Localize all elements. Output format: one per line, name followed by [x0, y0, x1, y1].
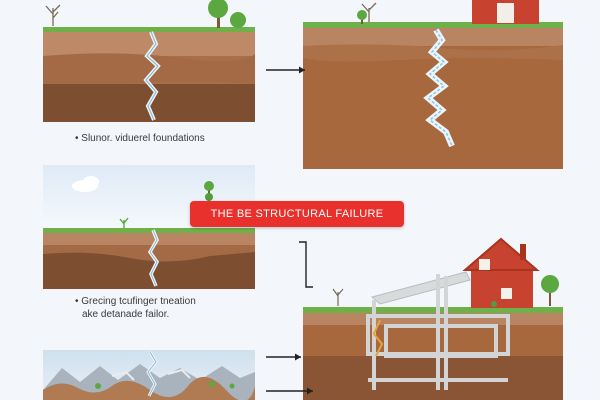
structural-failure-banner: THE BE STRUCTURAL FAILURE: [190, 201, 404, 227]
soil-panel-top-left: [43, 0, 255, 122]
crack-icon: [423, 28, 455, 148]
caption-mid-line-1: • Grecing tcufinger tneation: [75, 296, 196, 307]
crack-icon: [147, 229, 160, 287]
cloud-icon: [72, 176, 99, 192]
caption-top-left: • Slunor. viduerel foundations: [75, 133, 205, 144]
foundation-frame: [366, 271, 510, 390]
bracket-connector: [299, 241, 313, 288]
soil-panel-bottom-right: [303, 237, 563, 400]
arrow-right-icon: [266, 66, 305, 74]
caption-mid-line-2: ake detanade failor.: [82, 309, 169, 320]
tree-icon: [361, 2, 377, 22]
crack-icon: [143, 31, 161, 121]
soil-panel-middle-left: [43, 217, 255, 289]
tree-icon: [541, 275, 559, 306]
soil-panel-top-right: [303, 0, 563, 169]
tree-icon: [204, 181, 214, 204]
house-icon: [462, 237, 540, 308]
tree-icon: [208, 0, 246, 28]
tree-icon: [45, 4, 61, 26]
tree-icon: [119, 217, 129, 228]
house-icon: [472, 0, 539, 24]
arrow-right-icon: [266, 387, 313, 395]
landscape-panel-bottom-left: [43, 350, 255, 400]
tree-icon: [357, 10, 367, 24]
arrow-right-icon: [266, 353, 301, 361]
tree-icon: [332, 288, 344, 306]
